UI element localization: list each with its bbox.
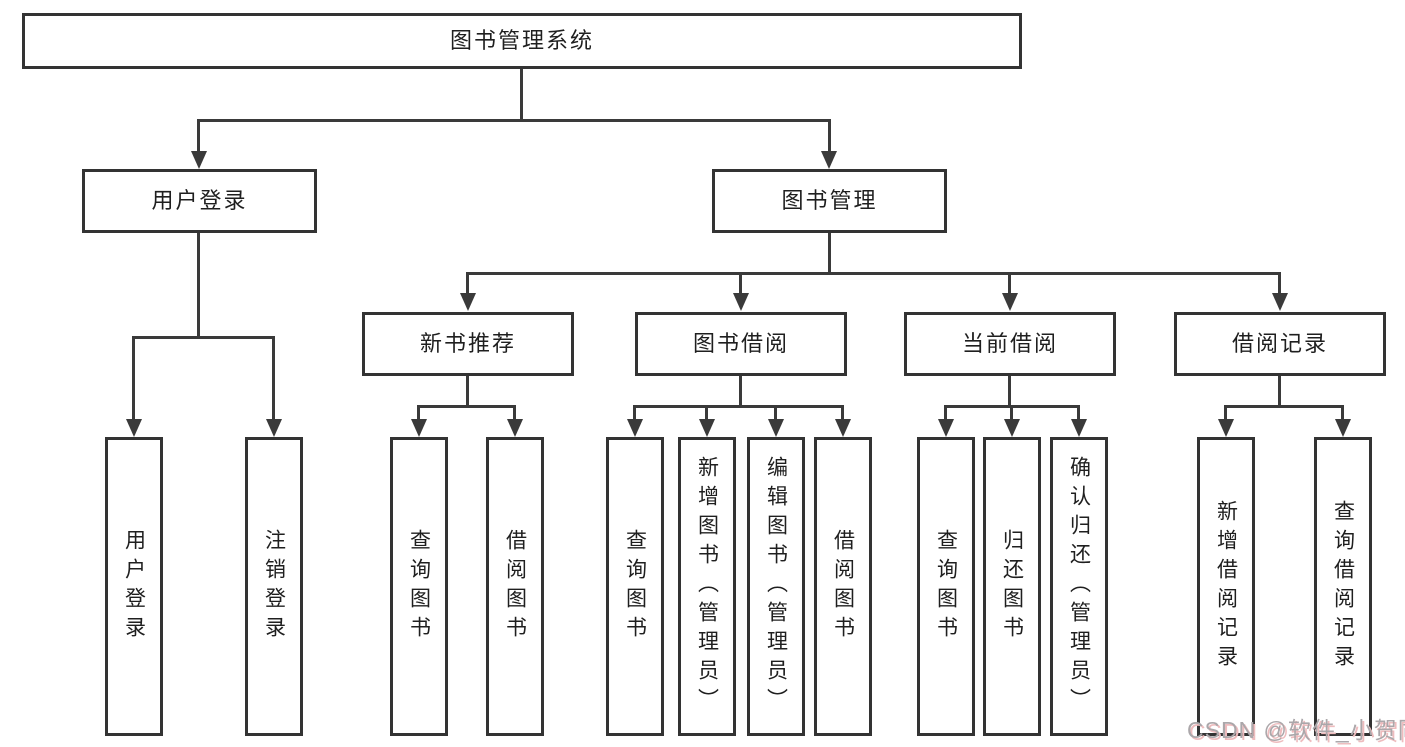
edge-current-stem [1008, 272, 1011, 294]
arrow-bb-edit [768, 419, 784, 437]
arrow-br-query [1335, 419, 1351, 437]
arrow-user-login [191, 151, 207, 169]
edge-bb-bar [633, 405, 844, 408]
leaf-br-query-record: 查询借阅记录 [1314, 437, 1372, 736]
arrow-bb-borrow [835, 419, 851, 437]
arrow-nb-borrow [507, 419, 523, 437]
edge-bb-query-stem [633, 405, 636, 421]
edge-nb-bar [417, 405, 516, 408]
node-current-borrowing: 当前借阅 [904, 312, 1116, 376]
edge-nb-stem [466, 376, 469, 408]
edge-records-stem [1278, 272, 1281, 294]
edge-bm-stem [828, 233, 831, 275]
edge-bb-borrow-stem [841, 405, 844, 421]
leaf-bb-add-book-admin: 新增图书（管理员） [678, 437, 736, 736]
edge-nb-borrow-stem [513, 405, 516, 421]
leaf-logout: 注销登录 [245, 437, 303, 736]
edge-bb-add-stem [705, 405, 708, 421]
node-borrowing-records: 借阅记录 [1174, 312, 1386, 376]
edge-level2-bar [197, 119, 831, 122]
leaf-nb-borrow-books: 借阅图书 [486, 437, 544, 736]
arrow-bb-add [699, 419, 715, 437]
leaf-user-login: 用户登录 [105, 437, 163, 736]
edge-bb-edit-stem [774, 405, 777, 421]
edge-bb-stem [739, 376, 742, 408]
node-library-system: 图书管理系统 [22, 13, 1022, 69]
edge-root-stem [520, 69, 523, 119]
edge-cb-stem [1008, 376, 1011, 408]
edge-cb-query-stem [944, 405, 947, 421]
arrow-bb-query [627, 419, 643, 437]
node-user-login: 用户登录 [82, 169, 317, 233]
arrow-ul-login [126, 419, 142, 437]
arrow-nb-query [411, 419, 427, 437]
arrow-newbook [460, 293, 476, 311]
edge-br-add-stem [1224, 405, 1227, 421]
arrow-book-mgmt [821, 151, 837, 169]
edge-user-login-stem [197, 119, 200, 153]
edge-ul-login-stem [132, 336, 135, 420]
arrow-current [1002, 293, 1018, 311]
leaf-bb-borrow-books: 借阅图书 [814, 437, 872, 736]
csdn-watermark: CSDN @软件_小贺同学 [1187, 717, 1405, 743]
edge-ul-bar [132, 336, 275, 339]
edge-nb-query-stem [417, 405, 420, 421]
leaf-cb-return-books: 归还图书 [983, 437, 1041, 736]
edge-book-mgmt-stem [828, 119, 831, 153]
edge-br-bar [1224, 405, 1344, 408]
leaf-bb-edit-book-admin: 编辑图书（管理员） [747, 437, 805, 736]
arrow-cb-return [1004, 419, 1020, 437]
leaf-nb-query-books: 查询图书 [390, 437, 448, 736]
leaf-cb-confirm-return-admin: 确认归还（管理员） [1050, 437, 1108, 736]
edge-br-stem [1278, 376, 1281, 408]
node-book-management: 图书管理 [712, 169, 947, 233]
edge-level3-bar [466, 272, 1281, 275]
arrow-records [1272, 293, 1288, 311]
arrow-cb-confirm [1071, 419, 1087, 437]
edge-ul-stem [197, 233, 200, 336]
edge-cb-confirm-stem [1077, 405, 1080, 421]
edge-br-query-stem [1341, 405, 1344, 421]
arrow-br-add [1218, 419, 1234, 437]
leaf-cb-query-books: 查询图书 [917, 437, 975, 736]
leaf-br-add-record: 新增借阅记录 [1197, 437, 1255, 736]
arrow-ul-logout [266, 419, 282, 437]
edge-newbook-stem [466, 272, 469, 294]
node-book-borrowing: 图书借阅 [635, 312, 847, 376]
arrow-borrow [733, 293, 749, 311]
arrow-cb-query [938, 419, 954, 437]
edge-borrow-stem [739, 272, 742, 294]
leaf-bb-query-books: 查询图书 [606, 437, 664, 736]
edge-ul-logout-stem [272, 336, 275, 420]
node-new-book-recommend: 新书推荐 [362, 312, 574, 376]
edge-cb-return-stem [1010, 405, 1013, 421]
